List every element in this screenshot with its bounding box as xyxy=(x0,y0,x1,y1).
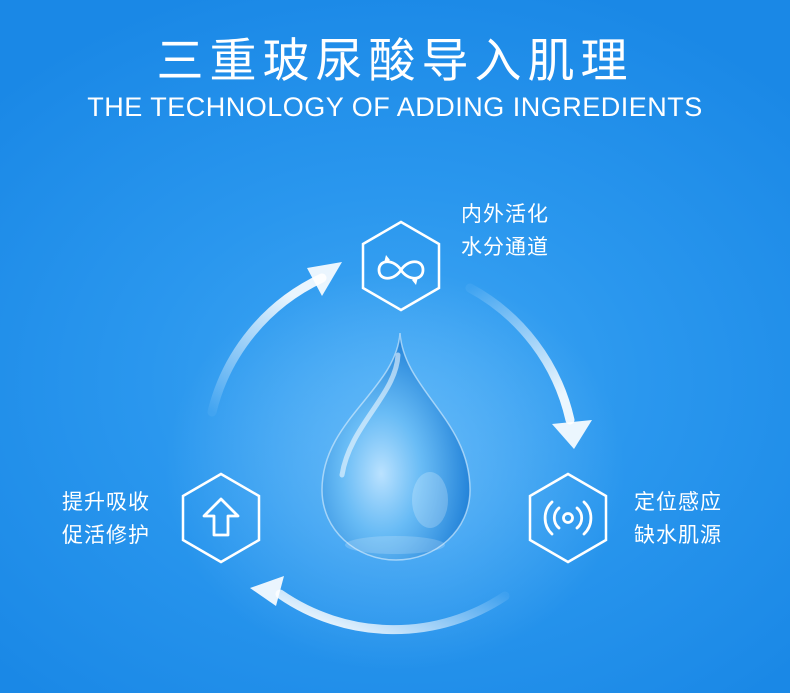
up-arrow-icon xyxy=(202,497,240,537)
feature-right-line1: 定位感应 xyxy=(634,490,722,514)
feature-left-line2: 促活修护 xyxy=(62,523,150,547)
signal-sense-icon xyxy=(543,500,593,536)
page-title: 三重玻尿酸导入肌理 xyxy=(156,34,634,89)
page-subtitle: THE TECHNOLOGY OF ADDING INGREDIENTS xyxy=(87,92,703,122)
feature-top-line1: 内外活化 xyxy=(461,202,549,226)
cycle-arrow-to-left xyxy=(250,576,510,635)
cycle-arrow-to-top xyxy=(207,262,342,417)
feature-top-line2: 水分通道 xyxy=(461,235,549,259)
feature-right-line2: 缺水肌源 xyxy=(634,523,722,547)
hexagon-top xyxy=(361,220,441,312)
infinity-loop-icon xyxy=(377,255,425,285)
feature-left-line1: 提升吸收 xyxy=(62,490,150,514)
water-drop-icon xyxy=(321,332,471,561)
cycle-arrow-to-right xyxy=(465,283,592,449)
hexagon-right xyxy=(528,472,608,564)
feature-label-right: 定位感应 缺水肌源 xyxy=(634,486,722,552)
feature-label-left: 提升吸收 促活修护 xyxy=(62,486,150,552)
hexagon-left xyxy=(181,472,261,564)
feature-label-top: 内外活化 水分通道 xyxy=(461,198,549,264)
